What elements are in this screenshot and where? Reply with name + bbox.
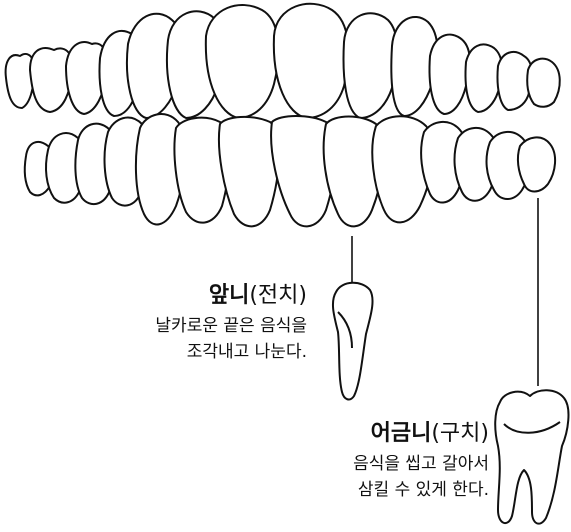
incisor-label: 앞니(전치) 날카로운 끝은 음식을 조각내고 나눈다. — [155, 279, 307, 366]
incisor-name: 앞니 — [209, 283, 249, 308]
incisor-desc-line-1: 날카로운 끝은 음식을 — [155, 313, 307, 339]
upper-teeth — [6, 4, 560, 118]
upper-central-right — [274, 4, 349, 118]
molar-term: (구치) — [431, 421, 489, 446]
incisor-term: (전치) — [249, 283, 307, 308]
upper-molar-right-3 — [527, 59, 560, 107]
molar-desc-line-2: 삼킬 수 있게 한다. — [353, 477, 489, 503]
lower-incisor-2 — [219, 117, 279, 226]
molar-label: 어금니(구치) 음식을 씹고 갈아서 삼킬 수 있게 한다. — [353, 417, 489, 504]
lower-molar-right-3 — [518, 137, 555, 191]
molar-title: 어금니(구치) — [353, 417, 489, 451]
incisor-detail — [333, 283, 373, 400]
molar-detail — [495, 390, 568, 523]
molar-desc-line-1: 음식을 씹고 갈아서 — [353, 451, 489, 477]
upper-premolar-right-1 — [430, 35, 470, 114]
lower-teeth — [25, 114, 555, 226]
molar-name: 어금니 — [371, 421, 432, 446]
upper-central-left — [206, 5, 279, 118]
incisor-title: 앞니(전치) — [155, 279, 307, 313]
upper-lateral-right — [344, 13, 398, 118]
incisor-desc-line-2: 조각내고 나눈다. — [155, 339, 307, 365]
